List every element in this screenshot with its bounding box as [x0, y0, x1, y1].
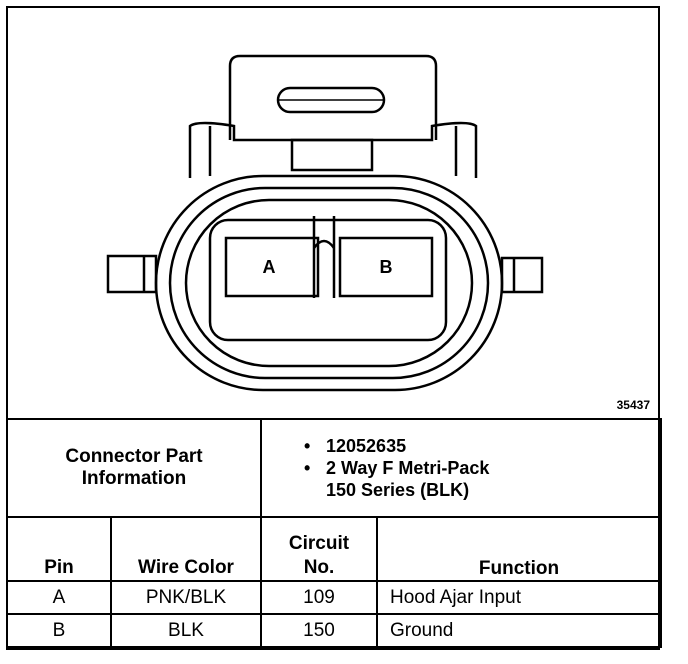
header-circuit: Circuit No.: [260, 516, 378, 582]
terminal-b: [338, 236, 434, 298]
header-function: Function: [375, 516, 663, 582]
connector-drawing: A B: [106, 54, 544, 392]
terminal-a: [224, 236, 320, 298]
part-number: 12052635: [326, 436, 407, 456]
part-description: 2 Way F Metri-Pack: [326, 458, 490, 478]
pin-label-a: A: [263, 257, 276, 277]
connector-part-details: •12052635 •2 Way F Metri-Pack 150 Series…: [259, 418, 663, 518]
pin-label-b: B: [380, 257, 393, 277]
center-rib: [312, 216, 336, 298]
latch-post: [290, 138, 374, 172]
table-row: A PNK/BLK 109 Hood Ajar Input: [6, 580, 663, 615]
connector-part-label: Connector Part Information: [6, 418, 262, 518]
terminal-cavity: [208, 218, 448, 342]
right-ear: [500, 256, 544, 294]
part-info-row: Connector Part Information •12052635 •2 …: [6, 418, 663, 518]
header-wire-color: Wire Color: [110, 516, 262, 582]
header-pin: Pin: [6, 516, 112, 582]
connector-info-table: Connector Part Information •12052635 •2 …: [6, 418, 663, 648]
figure-number: 35437: [616, 398, 650, 412]
latch-tab: [228, 54, 438, 140]
table-header-row: Pin Wire Color Circuit No. Function: [6, 516, 663, 582]
table-row: B BLK 150 Ground: [6, 613, 663, 648]
left-ear: [106, 254, 158, 294]
diagram-frame: [6, 6, 660, 650]
